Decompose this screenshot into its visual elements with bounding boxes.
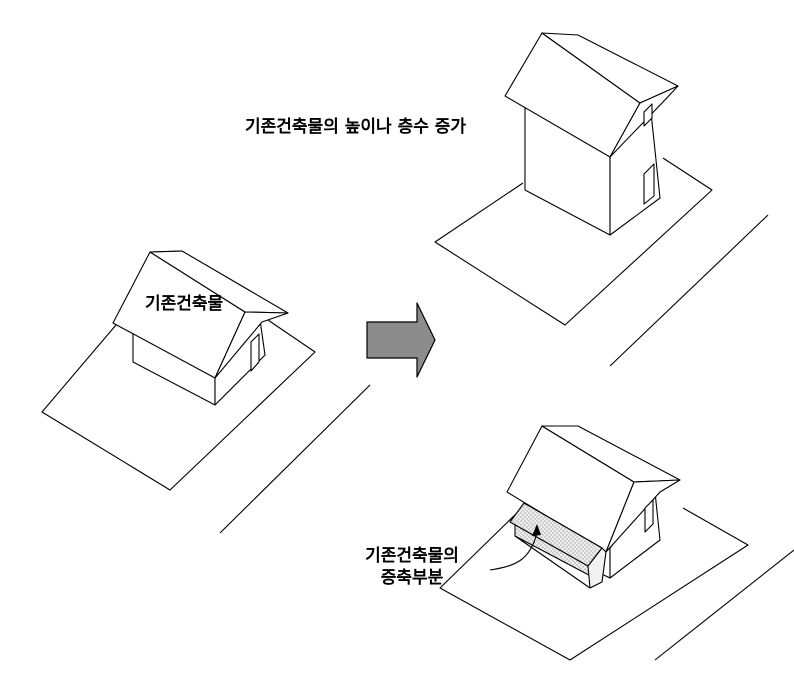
window-icon <box>643 103 653 127</box>
road-edge-line <box>609 214 769 367</box>
transition-arrow <box>366 302 436 378</box>
door-icon <box>250 333 260 372</box>
existing-house <box>112 250 289 406</box>
extension-part <box>509 502 607 589</box>
road-edge-line <box>654 549 794 661</box>
lot-outline <box>439 507 749 661</box>
tall-house <box>504 32 679 236</box>
existing-building-label: 기존건축물 <box>145 294 224 314</box>
height-increase-label: 기존건축물의 높이나 층수 증가 <box>245 117 467 137</box>
extension-scene <box>439 425 794 661</box>
extended-house <box>506 425 681 589</box>
extension-label-line2: 증축부분 <box>380 568 444 588</box>
door-icon <box>643 163 655 205</box>
door-icon <box>644 499 654 533</box>
existing-building-scene <box>41 250 371 534</box>
callout-arrow <box>489 532 538 571</box>
extension-label-line1: 기존건축물의 <box>365 546 459 566</box>
lot-outline <box>434 157 713 326</box>
extension-label: 기존건축물의 증축부분 <box>350 545 474 589</box>
road-edge-line <box>219 384 371 534</box>
lot-outline <box>41 284 316 491</box>
height-increase-scene <box>434 32 769 367</box>
callout-arrowhead <box>532 524 541 536</box>
